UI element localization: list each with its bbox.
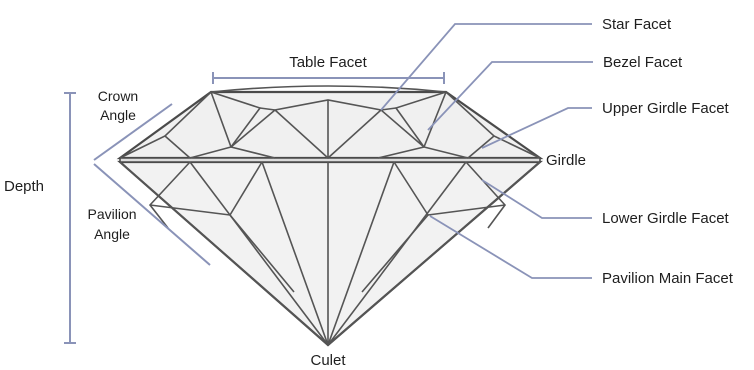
upper-girdle-facet-label: Upper Girdle Facet (602, 100, 730, 117)
crown-angle-label-line2: Angle (100, 107, 136, 123)
pavilion-main-facet-label: Pavilion Main Facet (602, 270, 734, 287)
pavilion-angle-label-line1: Pavilion (87, 206, 136, 222)
star-facet-label: Star Facet (602, 16, 672, 33)
girdle-label: Girdle (546, 152, 586, 169)
depth-label: Depth (4, 178, 44, 195)
lower-girdle-facet-label: Lower Girdle Facet (602, 210, 730, 227)
culet-label: Culet (310, 352, 346, 369)
pavilion-angle-label-line2: Angle (94, 226, 130, 242)
crown-angle-label-line1: Crown (98, 88, 138, 104)
pavilion-outline (120, 162, 540, 345)
crown-outline (120, 92, 540, 158)
diamond (120, 86, 540, 345)
table-facet-label: Table Facet (289, 54, 367, 71)
bezel-facet-label: Bezel Facet (603, 54, 683, 71)
girdle-band (120, 158, 540, 162)
